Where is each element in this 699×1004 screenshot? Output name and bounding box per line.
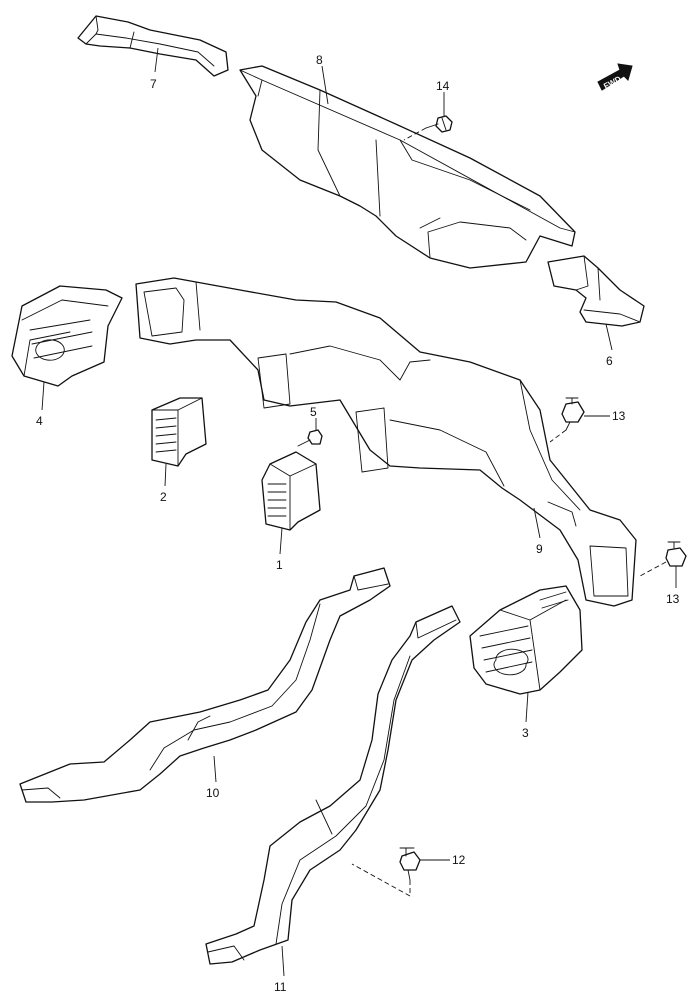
callout-1: 1 xyxy=(276,558,283,572)
part-5-screw xyxy=(297,429,323,447)
callout-2: 2 xyxy=(160,490,167,504)
part-11-floor-duct xyxy=(205,605,461,965)
callout-14: 14 xyxy=(436,79,450,93)
part-13-clip-lower xyxy=(665,541,687,567)
callout-4: 4 xyxy=(36,414,43,428)
part-13-clip-upper xyxy=(561,397,585,431)
part-9-main-duct xyxy=(135,277,637,607)
forward-direction-arrow: FWD xyxy=(597,63,633,91)
part-14-screw xyxy=(425,115,453,133)
part-10-floor-duct xyxy=(19,567,391,803)
part-2-center-louver xyxy=(151,397,207,467)
part-6-side-duct xyxy=(547,255,645,327)
part-12-clip xyxy=(399,847,421,881)
callout-12: 12 xyxy=(452,853,466,867)
callout-11: 11 xyxy=(274,980,287,994)
part-7-duct xyxy=(77,15,229,77)
callout-9: 9 xyxy=(536,542,543,556)
part-4-side-louver xyxy=(11,285,123,387)
part-1-center-louver xyxy=(261,451,321,531)
part-8-defroster-nozzle xyxy=(239,65,576,269)
part-3-side-louver xyxy=(469,585,583,695)
callout-3: 3 xyxy=(522,726,529,740)
callout-7: 7 xyxy=(150,77,157,91)
callout-13-lower: 13 xyxy=(666,592,680,606)
callout-6: 6 xyxy=(606,354,613,368)
callout-5: 5 xyxy=(310,405,317,419)
callout-8: 8 xyxy=(316,53,323,67)
callout-13-upper: 13 xyxy=(612,409,626,423)
callout-10: 10 xyxy=(206,786,220,800)
